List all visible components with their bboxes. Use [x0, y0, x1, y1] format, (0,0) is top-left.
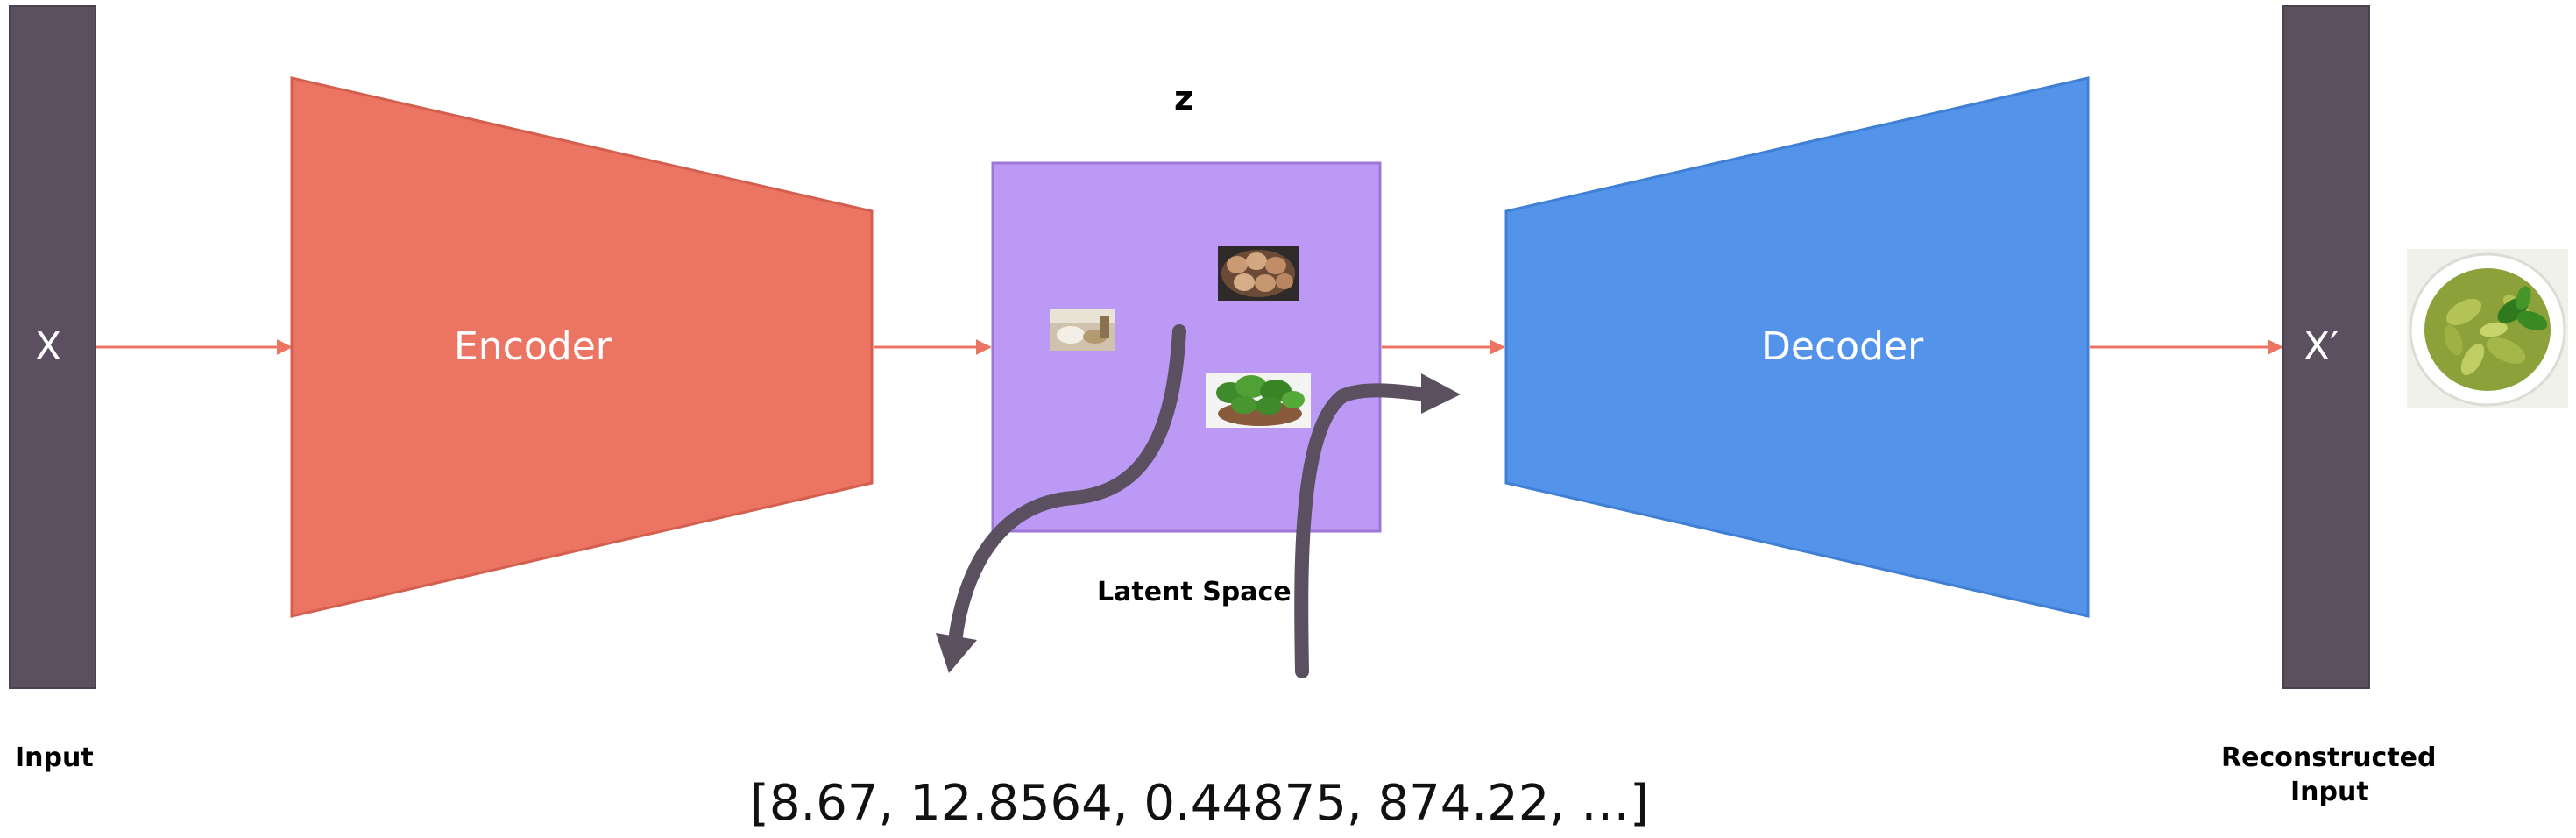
output-variable-label: X′: [2304, 324, 2339, 369]
eggs-image: [1218, 246, 1299, 301]
flour-image: [1050, 309, 1115, 351]
encoder-block: [290, 76, 874, 618]
reconstructed-caption-line2: Input: [2290, 777, 2369, 807]
basil-image: [1206, 373, 1311, 428]
reconstructed-caption-line1: Reconstructed: [2221, 742, 2437, 773]
latent-space-label: Latent Space: [1097, 577, 1292, 607]
pasta-plate-image: [2407, 249, 2568, 408]
decoder-block: [1504, 76, 2090, 618]
vector-to-decoder-arrow: [1294, 373, 1461, 678]
latent-vector-text: [8.67, 12.8564, 0.44875, 874.22, …]: [750, 775, 1649, 832]
input-variable-label: X: [35, 324, 62, 369]
decoder-label: Decoder: [1761, 324, 1924, 369]
latent-variable-label: z: [1174, 79, 1194, 117]
encoder-label: Encoder: [454, 324, 612, 369]
output-bar: [2282, 5, 2370, 689]
input-bar: [9, 5, 96, 689]
latent-to-vector-arrow: [936, 324, 1186, 673]
input-caption: Input: [15, 742, 94, 773]
